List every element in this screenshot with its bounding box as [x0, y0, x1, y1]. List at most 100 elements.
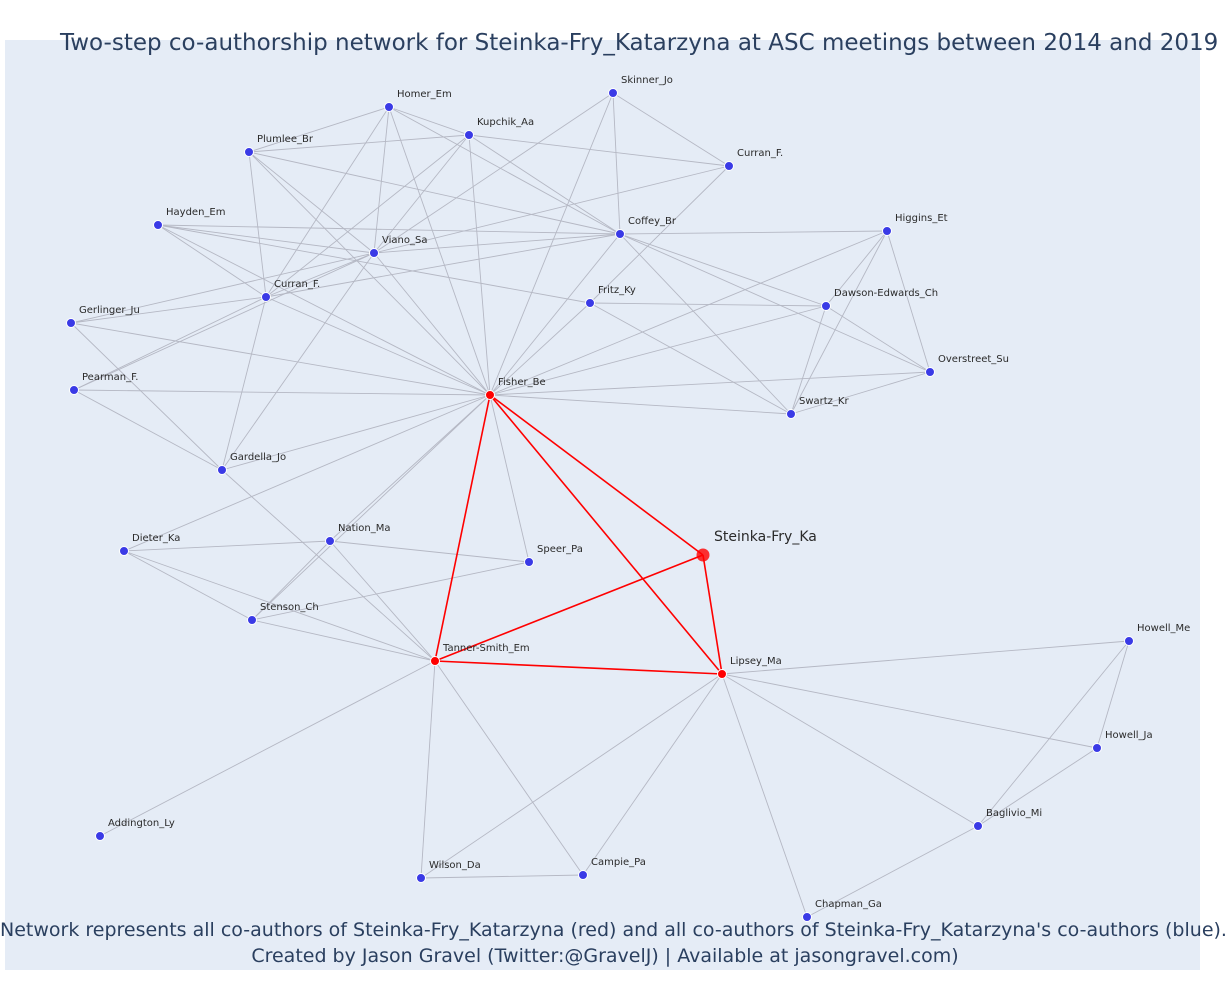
edge-coffey-br-higgins-et: [619, 230, 888, 235]
node-nation-ma[interactable]: [325, 536, 335, 546]
node-label-gardella-jo: Gardella_Jo: [230, 452, 286, 463]
edge-nation-ma-speer-pa: [329, 540, 530, 563]
edge-tanner-smith-em-addington-ly: [99, 660, 436, 837]
edge-fritz-ky-fisher-be: [489, 302, 591, 396]
edge-viano-sa-fisher-be: [373, 252, 491, 396]
edge-dawson-edwards-ch-overstreet-su: [825, 305, 931, 373]
node-layer: [66, 88, 1134, 922]
edge-steinka-fry-ka-fisher-be: [489, 394, 704, 556]
node-gerlinger-ju[interactable]: [66, 318, 76, 328]
node-kupchik-aa[interactable]: [464, 130, 474, 140]
edge-skinner-jo-curran-f: [612, 92, 730, 167]
edge-skinner-jo-viano-sa: [373, 92, 614, 254]
edge-gardella-jo-tanner-smith-em: [221, 469, 436, 662]
edge-gerlinger-ju-fisher-be: [70, 322, 491, 396]
node-label-tanner-smith-em: Tanner-Smith_Em: [442, 643, 530, 654]
node-label-dieter-ka: Dieter_Ka: [132, 533, 180, 544]
node-skinner-jo[interactable]: [608, 88, 618, 98]
node-label-hayden-em: Hayden_Em: [166, 207, 225, 218]
node-howell-ja[interactable]: [1092, 743, 1102, 753]
edge-dawson-edwards-ch-swartz-kr: [790, 305, 827, 415]
node-dieter-ka[interactable]: [119, 546, 129, 556]
edge-lipsey-ma-baglivio-mi: [721, 673, 979, 827]
node-wilson-da[interactable]: [416, 873, 426, 883]
node-coffey-br[interactable]: [615, 229, 625, 239]
edge-tanner-smith-em-lipsey-ma: [434, 660, 723, 675]
node-fritz-ky[interactable]: [585, 298, 595, 308]
edge-curran-f-fritz-ky: [589, 165, 730, 304]
edge-skinner-jo-coffey-br: [612, 92, 621, 235]
edge-hayden-em-viano-sa: [157, 224, 375, 254]
node-campie-pa[interactable]: [578, 870, 588, 880]
node-label-higgins-et: Higgins_Et: [895, 213, 948, 224]
label-layer: Steinka-Fry_KaFisher_BeTanner-Smith_EmLi…: [79, 75, 1190, 910]
node-dawson-edwards-ch[interactable]: [821, 301, 831, 311]
edge-higgins-et-overstreet-su: [886, 230, 931, 373]
caption-line-1: Network represents all co-authors of Ste…: [0, 919, 1227, 941]
node-speer-pa[interactable]: [524, 557, 534, 567]
node-tanner-smith-em[interactable]: [430, 656, 440, 666]
node-curran-f[interactable]: [261, 292, 271, 302]
edge-swartz-kr-fisher-be: [489, 394, 792, 415]
node-label-howell-me: Howell_Me: [1137, 623, 1190, 634]
edge-pearman-f-gardella-jo: [73, 389, 223, 471]
node-lipsey-ma[interactable]: [717, 669, 727, 679]
edge-tanner-smith-em-wilson-da: [420, 660, 436, 879]
edge-pearman-f-fisher-be: [73, 389, 491, 396]
edge-baglivio-mi-chapman-ga: [806, 825, 979, 918]
node-addington-ly[interactable]: [95, 831, 105, 841]
node-pearman-f[interactable]: [69, 385, 79, 395]
node-label-viano-sa: Viano_Sa: [382, 235, 427, 246]
edge-dawson-edwards-ch-fisher-be: [489, 305, 827, 396]
edge-kupchik-aa-viano-sa: [373, 134, 470, 254]
edge-dieter-ka-tanner-smith-em: [123, 550, 436, 662]
node-label-dawson-edwards-ch: Dawson-Edwards_Ch: [834, 288, 938, 299]
node-gardella-jo[interactable]: [217, 465, 227, 475]
edge-homer-em-plumlee-br: [248, 106, 390, 153]
edge-speer-pa-fisher-be: [489, 394, 530, 563]
edge-steinka-fry-ka-lipsey-ma: [702, 554, 723, 675]
node-curran-f[interactable]: [724, 161, 734, 171]
node-hayden-em[interactable]: [153, 220, 163, 230]
edge-fritz-ky-swartz-kr: [589, 302, 792, 415]
node-label-chapman-ga: Chapman_Ga: [815, 899, 882, 910]
edge-howell-me-howell-ja: [1096, 640, 1130, 749]
node-label-coffey-br: Coffey_Br: [628, 216, 677, 227]
node-viano-sa[interactable]: [369, 248, 379, 258]
node-label-baglivio-mi: Baglivio_Mi: [986, 808, 1042, 819]
node-fisher-be[interactable]: [485, 390, 495, 400]
edge-nation-ma-fisher-be: [329, 394, 491, 542]
node-howell-me[interactable]: [1124, 636, 1134, 646]
node-overstreet-su[interactable]: [925, 367, 935, 377]
node-chapman-ga[interactable]: [802, 912, 812, 922]
node-label-kupchik-aa: Kupchik_Aa: [477, 117, 534, 128]
edge-dieter-ka-nation-ma: [123, 540, 331, 552]
node-label-overstreet-su: Overstreet_Su: [938, 354, 1009, 365]
node-label-steinka-fry-ka: Steinka-Fry_Ka: [714, 529, 817, 545]
node-steinka-fry-ka[interactable]: [696, 548, 710, 562]
edge-stenson-ch-tanner-smith-em: [251, 619, 436, 662]
edge-curran-f-viano-sa: [373, 165, 730, 254]
edge-plumlee-br-kupchik-aa: [248, 134, 470, 153]
edge-curran-f-gerlinger-ju: [70, 296, 267, 324]
edge-coffey-br-fisher-be: [489, 233, 621, 396]
edge-speer-pa-stenson-ch: [251, 561, 530, 621]
node-label-skinner-jo: Skinner_Jo: [621, 75, 673, 86]
edge-homer-em-kupchik-aa: [388, 106, 470, 136]
edge-plumlee-br-curran-f: [248, 151, 267, 298]
edge-wilson-da-lipsey-ma: [420, 673, 723, 879]
caption-line-2: Created by Jason Gravel (Twitter:@Gravel…: [251, 945, 959, 967]
node-swartz-kr[interactable]: [786, 409, 796, 419]
node-stenson-ch[interactable]: [247, 615, 257, 625]
node-plumlee-br[interactable]: [244, 147, 254, 157]
node-label-wilson-da: Wilson_Da: [429, 860, 481, 871]
edge-lipsey-ma-howell-ja: [721, 673, 1098, 749]
node-homer-em[interactable]: [384, 102, 394, 112]
node-baglivio-mi[interactable]: [973, 821, 983, 831]
node-higgins-et[interactable]: [882, 226, 892, 236]
edge-curran-f-coffey-br: [265, 233, 621, 298]
edge-lipsey-ma-howell-me: [721, 640, 1130, 675]
node-label-fritz-ky: Fritz_Ky: [598, 285, 636, 296]
network-graph: Steinka-Fry_KaFisher_BeTanner-Smith_EmLi…: [66, 75, 1190, 922]
node-label-gerlinger-ju: Gerlinger_Ju: [79, 305, 140, 316]
